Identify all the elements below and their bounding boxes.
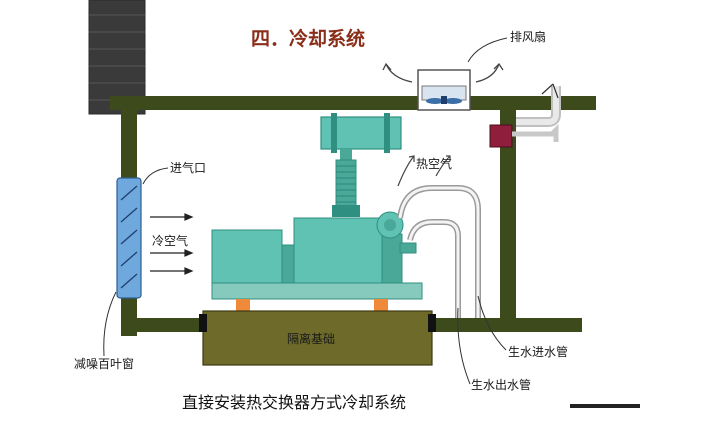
floor-right bbox=[432, 318, 582, 332]
label-louver: 减噪百叶窗 bbox=[74, 357, 134, 371]
isolator-pad-right bbox=[374, 299, 388, 311]
label-air-inlet: 进气口 bbox=[170, 160, 206, 175]
label-cold-air: 冷空气 bbox=[152, 233, 188, 248]
hot-air-arrows bbox=[397, 155, 451, 187]
label-foundation: 隔离基础 bbox=[287, 331, 335, 346]
generator-set bbox=[211, 211, 423, 311]
caption-rule bbox=[570, 404, 640, 408]
raw-water-pipe-inner bbox=[407, 219, 461, 318]
cold-air-arrows bbox=[150, 213, 194, 275]
exhaust-muffler bbox=[320, 113, 402, 217]
diagram-title: 四．冷却系统 bbox=[251, 27, 365, 50]
leader-raw-water-in bbox=[477, 295, 507, 351]
label-exhaust-fan: 排风扇 bbox=[510, 29, 546, 44]
label-raw-water-in: 生水进水管 bbox=[508, 344, 568, 359]
exhaust-damper bbox=[489, 124, 513, 148]
right-wall bbox=[500, 96, 516, 326]
isolation-foundation bbox=[202, 310, 433, 366]
label-raw-water-out: 生水出水管 bbox=[471, 377, 531, 392]
label-hot-air: 热空气 bbox=[416, 156, 452, 171]
engine-block bbox=[293, 217, 387, 284]
alternator bbox=[211, 229, 283, 284]
exhaust-fan bbox=[417, 69, 471, 111]
leader-louver bbox=[103, 291, 117, 357]
base-frame bbox=[211, 282, 423, 300]
chimney-stack bbox=[88, 0, 146, 115]
leader-exhaust-fan bbox=[467, 37, 508, 63]
isolator-pad-left bbox=[236, 299, 250, 311]
diagram-caption: 直接安装热交换器方式冷却系统 bbox=[182, 393, 406, 412]
roof-wall bbox=[110, 96, 596, 110]
leader-raw-water-out bbox=[457, 307, 471, 385]
floor-left bbox=[121, 318, 203, 332]
leader-air-inlet bbox=[142, 167, 169, 185]
fan-airflow-arrows bbox=[382, 62, 504, 83]
air-inlet-louver bbox=[116, 177, 142, 299]
exhaust-duct bbox=[489, 83, 561, 148]
